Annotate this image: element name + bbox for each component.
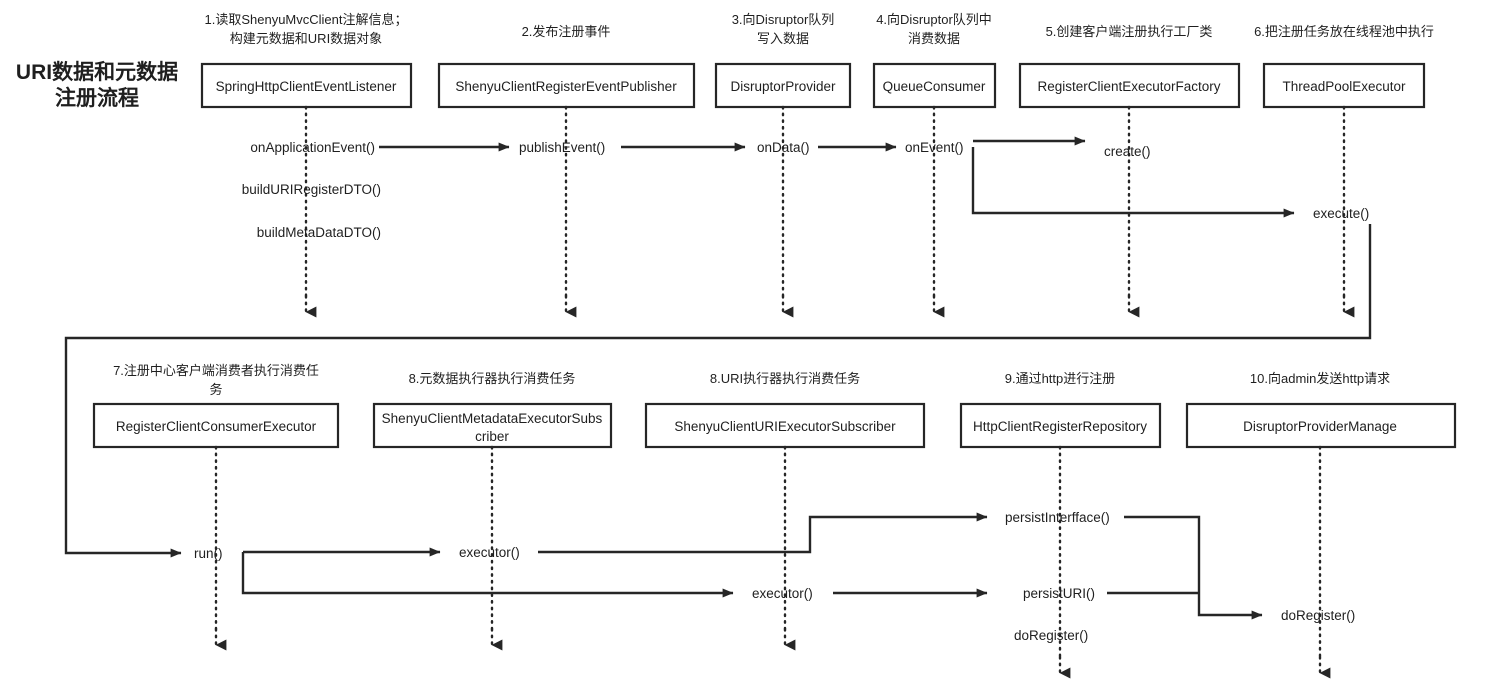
message-persist-uri: persistURI() xyxy=(1023,586,1095,601)
participant-box-register-client-consumer-executor[interactable] xyxy=(92,402,340,449)
note-5-line-1: 5.创建客户端注册执行工厂类 xyxy=(1046,24,1213,39)
participant-box-shenyu-client-metadata-executor-subscriber[interactable] xyxy=(372,402,613,449)
note-9-line-1: 9.通过http进行注册 xyxy=(1005,371,1116,386)
note-1-line-2: 构建元数据和URI数据对象 xyxy=(230,31,382,46)
participant-box-thread-pool-executor[interactable] xyxy=(1262,62,1426,109)
message-executor-metadata: executor() xyxy=(459,545,520,560)
participant-label-disruptor-provider-manage: DisruptorProviderManage xyxy=(1243,419,1397,434)
participant-label-register-client-executor-factory: RegisterClientExecutorFactory xyxy=(1037,79,1220,94)
participant-label-shenyu-client-register-event-publisher: ShenyuClientRegisterEventPublisher xyxy=(455,79,677,94)
arrow-executor-uri xyxy=(241,552,734,598)
participant-label-shenyu-client-metadata-executor-subscriber-line-1: ShenyuClientMetadataExecutorSubs xyxy=(382,411,603,426)
message-do-register-repository: doRegister() xyxy=(1014,628,1088,643)
note-8-metadata-line-1: 8.元数据执行器执行消费任务 xyxy=(409,371,576,386)
participant-box-shenyu-client-uri-executor-subscriber[interactable] xyxy=(644,402,926,449)
note-10-line-1: 10.向admin发送http请求 xyxy=(1250,371,1390,386)
arrow-persist-interfface xyxy=(538,512,988,554)
note-1-line-1: 1.读取ShenyuMvcClient注解信息； xyxy=(205,12,408,28)
participant-label-thread-pool-executor: ThreadPoolExecutor xyxy=(1282,79,1406,94)
participant-box-disruptor-provider-manage[interactable] xyxy=(1185,402,1457,449)
note-6-line-1: 6.把注册任务放在线程池中执行 xyxy=(1254,24,1434,39)
diagram-title-line-1: URI数据和元数据 xyxy=(16,61,178,84)
note-3-line-2: 写入数据 xyxy=(757,31,809,46)
participant-label-queue-consumer: QueueConsumer xyxy=(883,79,986,94)
arrow-execute-to-run xyxy=(64,224,1372,558)
note-7-line-2: 务 xyxy=(209,382,222,397)
participant-label-spring-http-client-event-listener: SpringHttpClientEventListener xyxy=(216,79,397,94)
message-execute: execute() xyxy=(1313,206,1369,221)
message-build-uri-register-dto: buildURIRegisterDTO() xyxy=(242,182,381,197)
message-run: run() xyxy=(194,546,223,561)
message-on-event: onEvent() xyxy=(905,140,964,155)
message-executor-uri: executor() xyxy=(752,586,813,601)
diagram-title-line-2: 注册流程 xyxy=(55,86,139,110)
message-publish-event: publishEvent() xyxy=(519,140,605,155)
message-do-register-manage: doRegister() xyxy=(1281,608,1355,623)
arrow-execute-branch xyxy=(971,147,1295,218)
participant-label-shenyu-client-uri-executor-subscriber: ShenyuClientURIExecutorSubscriber xyxy=(674,419,896,434)
participant-label-shenyu-client-metadata-executor-subscriber-line-2: criber xyxy=(475,429,509,444)
note-4-line-1: 4.向Disruptor队列中 xyxy=(876,12,992,27)
participant-box-queue-consumer[interactable] xyxy=(872,62,997,109)
message-build-metadata-dto: buildMetaDataDTO() xyxy=(257,225,381,240)
note-8-uri-line-1: 8.URI执行器执行消费任务 xyxy=(710,371,860,386)
message-on-data: onData() xyxy=(757,140,810,155)
message-create: create() xyxy=(1104,144,1151,159)
note-3-line-1: 3.向Disruptor队列 xyxy=(732,12,835,27)
participant-box-spring-http-client-event-listener[interactable] xyxy=(200,62,413,109)
note-4-line-2: 消费数据 xyxy=(908,31,960,46)
arrow-do-register-from-persist-interfface xyxy=(1124,515,1263,620)
note-7-line-1: 7.注册中心客户端消费者执行消费任 xyxy=(113,363,319,378)
note-2-line-1: 2.发布注册事件 xyxy=(522,24,611,39)
participant-label-disruptor-provider: DisruptorProvider xyxy=(730,79,836,94)
message-on-application-event: onApplicationEvent() xyxy=(250,140,375,155)
participant-label-register-client-consumer-executor: RegisterClientConsumerExecutor xyxy=(116,419,317,434)
message-persist-interfface: persistInterfface() xyxy=(1005,510,1110,525)
participant-label-http-client-register-repository: HttpClientRegisterRepository xyxy=(973,419,1147,434)
participant-box-shenyu-client-register-event-publisher[interactable] xyxy=(437,62,696,109)
